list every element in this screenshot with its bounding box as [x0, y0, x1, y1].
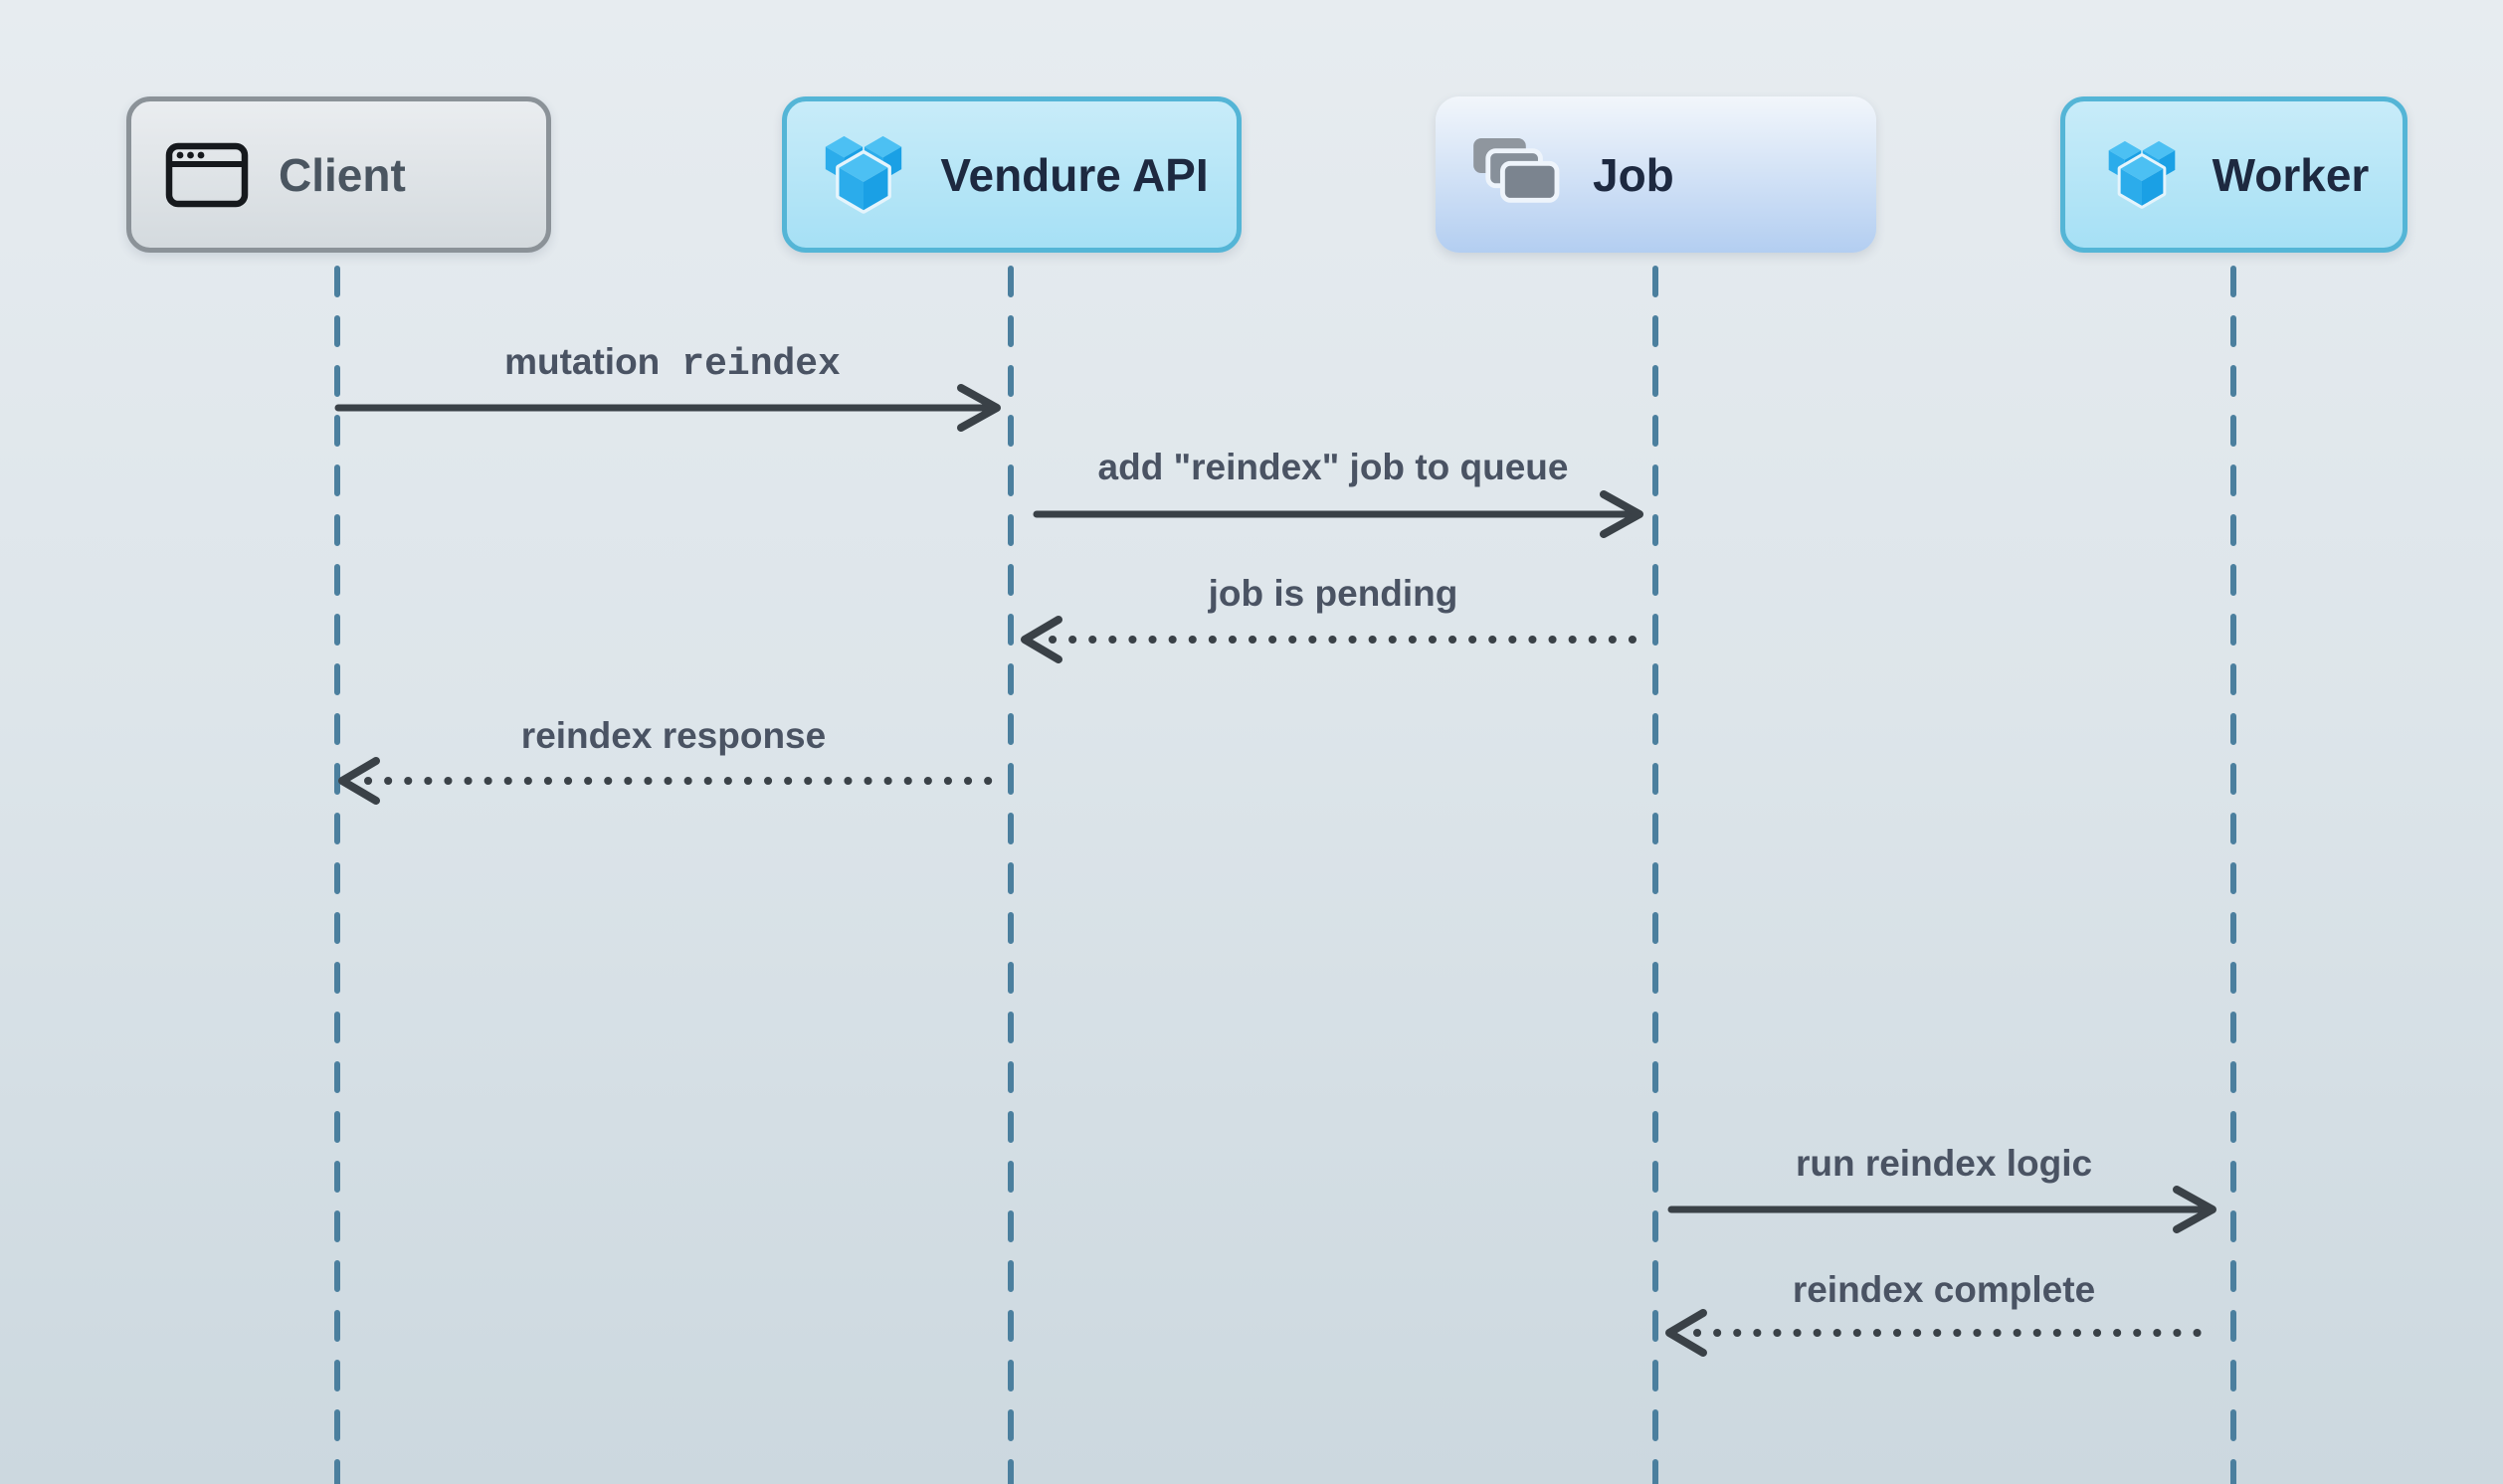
- actor-job: Job: [1436, 96, 1876, 253]
- actor-job-label: Job: [1593, 148, 1674, 201]
- message-4-text: reindex response: [520, 715, 827, 756]
- message-2-arrow: [1033, 490, 1643, 538]
- message-2-label: add "reindex" job to queue: [1098, 447, 1569, 489]
- actor-client-label: Client: [279, 148, 406, 201]
- message-6-label: reindex complete: [1793, 1269, 2095, 1312]
- browser-window-icon: [165, 142, 249, 207]
- message-1-label: mutation reindex: [504, 341, 841, 387]
- message-6-arrow: [1665, 1309, 2205, 1357]
- message-1-text: mutation: [504, 341, 661, 382]
- message-4-label: reindex response: [521, 715, 826, 758]
- vendure-logo-icon: [826, 135, 902, 214]
- actor-vendure-api: Vendure API: [782, 96, 1242, 253]
- actor-vendure-api-label: Vendure API: [940, 148, 1209, 201]
- message-5-label: run reindex logic: [1796, 1143, 2092, 1186]
- stacked-cards-icon: [1473, 137, 1560, 203]
- message-3-label: job is pending: [1209, 573, 1458, 616]
- actor-worker: Worker: [2060, 96, 2407, 253]
- actor-worker-label: Worker: [2212, 148, 2370, 201]
- message-5-arrow: [1667, 1186, 2216, 1233]
- message-3-text: job is pending: [1208, 573, 1458, 614]
- message-1-code: reindex: [681, 343, 841, 386]
- message-6-text: reindex complete: [1792, 1269, 2096, 1310]
- message-2-text: add "reindex" job to queue: [1097, 447, 1569, 487]
- vendure-logo-icon: [2108, 140, 2175, 209]
- message-3-arrow: [1021, 616, 1651, 663]
- message-5-text: run reindex logic: [1795, 1143, 2093, 1184]
- message-1-arrow: [334, 384, 1001, 432]
- actor-client: Client: [126, 96, 551, 253]
- message-4-arrow: [338, 757, 1009, 805]
